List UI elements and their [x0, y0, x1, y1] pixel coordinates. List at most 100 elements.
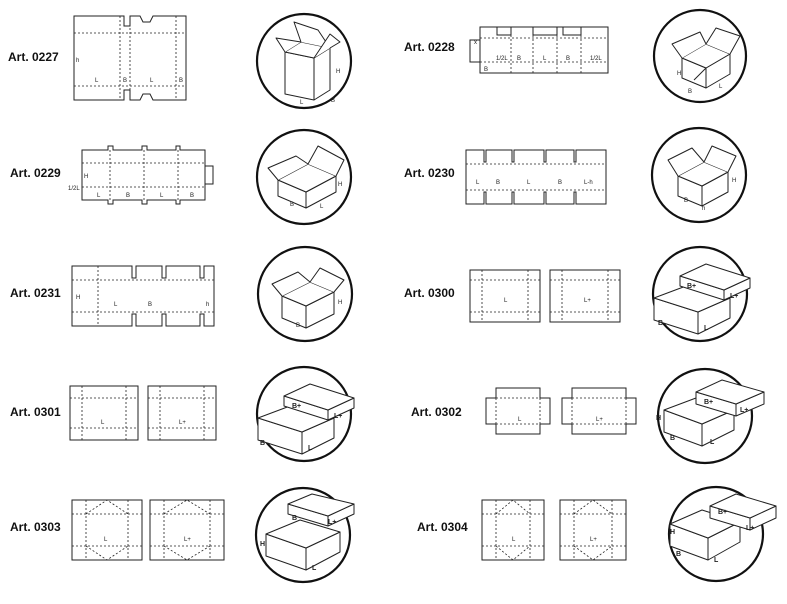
box-illustration-0300: B+ L+ B L	[651, 245, 751, 343]
dim-b: B	[566, 56, 570, 62]
dieline-0304: L L+	[481, 499, 627, 561]
art-label-0227: Art. 0227	[8, 50, 59, 64]
dim-b: B	[331, 98, 335, 104]
dieline-0230: L B L B L-h	[465, 149, 607, 205]
dim-h: H	[656, 415, 661, 422]
dim-l: L	[504, 298, 508, 304]
dim-l: L	[97, 193, 101, 199]
art-label-0300: Art. 0300	[404, 286, 455, 300]
dim-h: H	[732, 178, 736, 184]
box-illustration-0227: H L B	[255, 12, 353, 110]
dim-b: B	[688, 89, 692, 95]
dim-h: H	[677, 71, 681, 77]
dim-b: B	[296, 323, 300, 329]
dim-b: B	[484, 67, 488, 73]
dim-l: L	[95, 78, 99, 84]
dim-b: B	[676, 551, 681, 558]
dim-half: 1/2L	[68, 186, 80, 192]
art-label-0304: Art. 0304	[417, 520, 468, 534]
art-label-0229: Art. 0229	[10, 166, 61, 180]
dim-b: B	[126, 193, 130, 199]
dieline-0228: x 1/2L B L B 1/2L B	[469, 26, 609, 74]
dim-l: L	[101, 420, 105, 426]
dim-l: L	[704, 325, 709, 332]
dim-lplus: L+	[584, 298, 591, 304]
dim-h: h	[76, 58, 79, 64]
dim-h: H	[260, 541, 265, 548]
dim-h: H	[76, 295, 80, 301]
dim-l: L	[518, 417, 522, 423]
dieline-0301: L L+	[69, 385, 217, 441]
dim-h: H	[84, 174, 88, 180]
dieline-0231: H L B h	[71, 265, 215, 327]
dim-l: L	[308, 445, 313, 452]
dim-l: L	[719, 84, 723, 90]
dim-half: 1/2L	[496, 56, 508, 62]
dim-x: x	[474, 40, 477, 46]
dim-h: H	[338, 182, 342, 188]
dim-h: h	[702, 206, 705, 212]
dim-b: B	[558, 180, 562, 186]
dim-l: L	[476, 180, 480, 186]
dieline-0302: L L+	[485, 387, 637, 435]
dim-l: L	[543, 56, 547, 62]
box-illustration-0228: H B L	[652, 8, 748, 104]
dim-b: B	[123, 78, 127, 84]
dim-l: L	[104, 537, 108, 543]
dim-b: B	[260, 440, 265, 447]
dim-lplus: L+	[184, 537, 191, 543]
art-label-0231: Art. 0231	[10, 286, 61, 300]
dim-lplus: L+	[590, 537, 597, 543]
dieline-0229: H L B L B 1/2L	[68, 145, 214, 205]
dieline-0227: L B L B h	[73, 15, 187, 101]
dim-lh: L-h	[584, 180, 593, 186]
dim-l: L	[114, 302, 118, 308]
box-illustration-0231: H B	[256, 245, 354, 343]
dim-lplus: L+	[334, 413, 342, 420]
dim-b: B	[517, 56, 521, 62]
dieline-0303: L L+	[71, 499, 225, 561]
dim-bplus: B+	[687, 283, 696, 290]
art-label-0302: Art. 0302	[411, 405, 462, 419]
box-illustration-0303: B L+ H L	[254, 486, 355, 584]
dim-b: B	[148, 302, 152, 308]
box-illustration-0229: H B L	[255, 128, 353, 226]
dim-l: L	[710, 439, 715, 446]
box-illustration-0230: H B h	[650, 126, 748, 224]
dim-lplus: L+	[179, 420, 186, 426]
dim-bplus: B+	[718, 509, 727, 516]
dim-lplus: L+	[740, 407, 748, 414]
art-label-0228: Art. 0228	[404, 40, 455, 54]
dim-l: L	[300, 100, 304, 106]
dim-l: L	[527, 180, 531, 186]
dim-b: B	[658, 320, 663, 327]
box-illustration-0302: B+ L+ H B L	[656, 367, 765, 465]
dim-lplus: L+	[328, 519, 336, 526]
art-label-0303: Art. 0303	[10, 520, 61, 534]
dim-lplus: L+	[730, 293, 738, 300]
dim-h: h	[206, 302, 209, 308]
dim-b: B	[684, 198, 688, 204]
box-illustration-0304: B+ L+ H B L	[667, 485, 777, 583]
art-label-0230: Art. 0230	[404, 166, 455, 180]
dim-h: H	[338, 300, 342, 306]
dim-b: B	[496, 180, 500, 186]
dim-b: B	[292, 515, 297, 522]
dim-b: B	[290, 202, 294, 208]
dim-l: L	[512, 537, 516, 543]
dieline-0300: L L+	[469, 269, 621, 323]
dim-b: B	[190, 193, 194, 199]
dim-l: L	[160, 193, 164, 199]
dim-half: 1/2L	[590, 56, 602, 62]
dim-lplus: L+	[596, 417, 603, 423]
dim-b: B	[670, 435, 675, 442]
dim-l: L	[150, 78, 154, 84]
dim-h: H	[336, 69, 340, 75]
art-label-0301: Art. 0301	[10, 405, 61, 419]
dim-l: L	[312, 565, 317, 572]
dim-bplus: B+	[292, 403, 301, 410]
dim-bplus: B+	[704, 399, 713, 406]
dim-lplus: L+	[746, 525, 754, 532]
